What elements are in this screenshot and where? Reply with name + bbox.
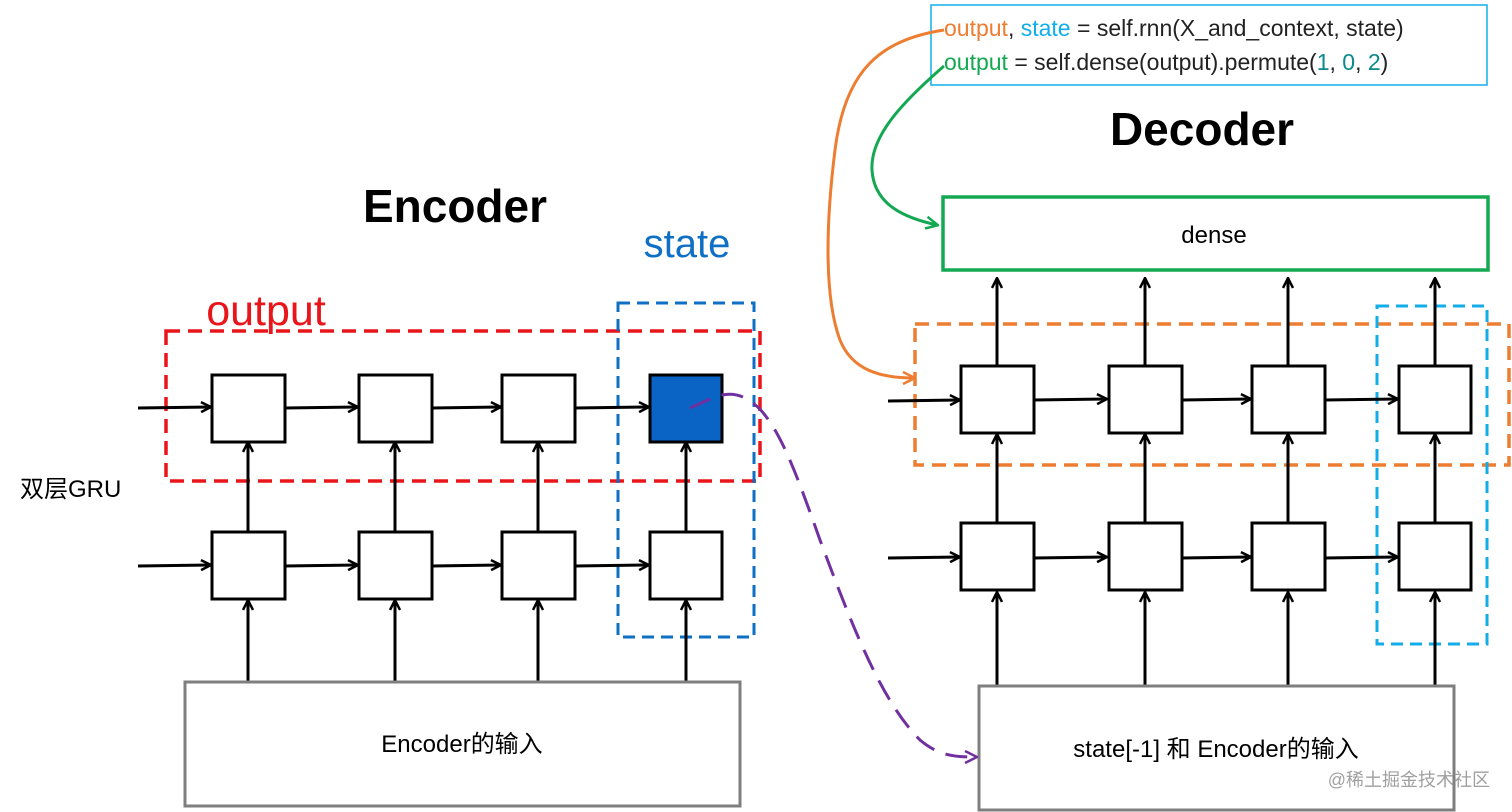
encoder-cell-top — [357, 373, 434, 444]
code-line-1: output, state = self.rnn(X_and_context, … — [944, 15, 1404, 41]
encoder-cell-bottom — [357, 530, 434, 601]
encoder-top-link — [431, 407, 500, 408]
encoder-top-link — [284, 407, 357, 408]
code-to-dense-green-arrow — [870, 64, 945, 225]
decoder-bottom-link — [1033, 557, 1106, 558]
encoder-cell-bottom — [210, 530, 287, 601]
code-line-2: output = self.dense(output).permute(1, 0… — [944, 49, 1388, 75]
decoder-top-input-arrow — [887, 400, 959, 401]
encoder-top-link — [574, 407, 648, 408]
decoder-state-dashed-box — [1375, 304, 1489, 646]
encoder-cell-top — [500, 373, 577, 444]
code-box — [930, 4, 1488, 86]
encoder-bottom-link — [284, 565, 357, 566]
decoder-title: Decoder — [1110, 103, 1294, 155]
dense-label: dense — [1181, 222, 1246, 249]
decoder-cell-bottom — [1250, 521, 1327, 592]
decoder-bottom-input-arrow — [887, 557, 959, 558]
decoder-input-box — [977, 684, 1456, 812]
decoder-top-link — [1181, 399, 1250, 400]
decoder-cell-bottom — [1107, 521, 1184, 592]
decoder-cell-top — [959, 364, 1036, 435]
decoder-cell-bottom — [1397, 521, 1473, 592]
code-output-token: output — [944, 49, 1009, 75]
code-state-token: state — [1021, 15, 1071, 41]
decoder-input-label: state[-1] 和 Encoder的输入 — [1073, 736, 1358, 763]
decoder-output-dashed-box — [913, 322, 1511, 467]
decoder-bottom-link — [1181, 557, 1250, 558]
code-output-token: output — [944, 15, 1009, 41]
encoder-cell-bottom — [648, 530, 724, 601]
encoder-state-label: state — [644, 222, 731, 266]
encoder-input-label: Encoder的输入 — [381, 731, 542, 758]
encoder-title: Encoder — [363, 180, 547, 232]
decoder-cell-bottom — [959, 521, 1036, 592]
encoder-bottom-link — [431, 565, 500, 566]
encoder-output-label: output — [206, 287, 326, 335]
code-to-rnn-orange-arrow — [826, 28, 945, 378]
double-layer-gru-label: 双层GRU — [20, 476, 121, 503]
decoder-bottom-link — [1324, 557, 1397, 558]
encoder-bottom-link — [574, 565, 648, 566]
decoder-top-link — [1033, 399, 1106, 400]
encoder-final-state-cell — [648, 373, 724, 444]
decoder-cell-top — [1250, 364, 1327, 435]
encoder-output-dashed-box — [164, 329, 762, 483]
encoder-input-box — [183, 680, 742, 808]
dense-box — [941, 195, 1490, 272]
decoder-cell-top — [1107, 364, 1184, 435]
state-transfer-purple-arrow — [689, 392, 976, 757]
encoder-cell-top — [210, 373, 287, 444]
encoder-top-input-arrow — [137, 407, 210, 408]
decoder-top-link — [1324, 399, 1397, 400]
encoder-cell-bottom — [500, 530, 577, 601]
watermark: @稀土掘金技术社区 — [1328, 770, 1490, 790]
encoder-bottom-input-arrow — [137, 565, 210, 566]
decoder-cell-top — [1397, 364, 1473, 435]
